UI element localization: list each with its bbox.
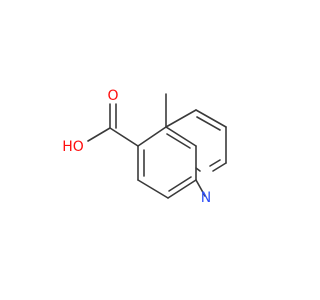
bond-c8a-c4a-inner (166, 133, 191, 149)
bond-n1-c8a (195, 167, 201, 172)
bond-c2-n1-inner (209, 159, 221, 167)
bond-c4a-c5 (137, 126, 167, 147)
bond-c8a-c4a (165, 126, 197, 147)
bond-c2-n1 (212, 162, 227, 172)
bond-c4-c3-inner (196, 116, 221, 131)
molecule-structure-diagram: O HO N (0, 0, 300, 300)
bond-c4a-c4 (165, 109, 197, 128)
bond-n1-c8a-b (195, 179, 206, 197)
bond-c7-c8-inner (168, 176, 192, 192)
bond-cooh-oh (87, 127, 111, 142)
hydroxyl-label: HO (62, 139, 84, 155)
carbonyl-oxygen-label: O (107, 88, 118, 104)
bond-c5-cooh (109, 127, 139, 147)
bond-c7-c8 (167, 179, 197, 199)
ring-nitrogen-label: N (201, 190, 211, 206)
bond-c6-c7 (137, 179, 169, 199)
bonds (87, 93, 227, 199)
bond-c4-c3 (195, 109, 227, 128)
background (0, 0, 300, 300)
